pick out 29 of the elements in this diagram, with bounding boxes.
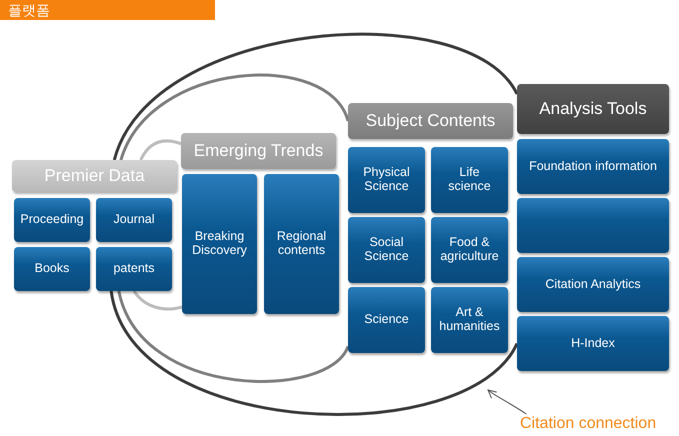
content-box: Science [348, 287, 425, 353]
content-box: Art & humanities [431, 287, 508, 353]
title-banner: 플랫폼 [0, 0, 215, 20]
leader-line [488, 390, 527, 414]
connection-arc [132, 290, 182, 310]
content-box: Citation Analytics [517, 257, 669, 312]
connection-arc [110, 290, 518, 416]
callout-text: Citation connection [520, 414, 679, 434]
content-box: Life science [431, 147, 508, 213]
category-header: Premier Data [12, 160, 177, 192]
category-header: Subject Contents [348, 103, 513, 139]
content-box: patents [96, 247, 172, 291]
content-box: Food & agriculture [431, 217, 508, 283]
connection-arc [112, 32, 518, 161]
content-box: Regional contents [264, 174, 339, 314]
content-box: Breaking Discovery [182, 174, 257, 314]
content-box: Books [14, 247, 90, 291]
content-box: H-Index [517, 316, 669, 371]
content-box: Proceeding [14, 198, 90, 242]
category-header: Emerging Trends [181, 133, 336, 169]
connection-arc [120, 74, 350, 161]
content-box: Foundation information [517, 139, 669, 194]
content-box: Social Science [348, 217, 425, 283]
connection-arc [117, 290, 350, 383]
content-box: Physical Science [348, 147, 425, 213]
connection-arc [139, 140, 182, 161]
content-box: Journal [96, 198, 172, 242]
category-header: Analysis Tools [517, 84, 669, 134]
blank-box [517, 198, 669, 253]
